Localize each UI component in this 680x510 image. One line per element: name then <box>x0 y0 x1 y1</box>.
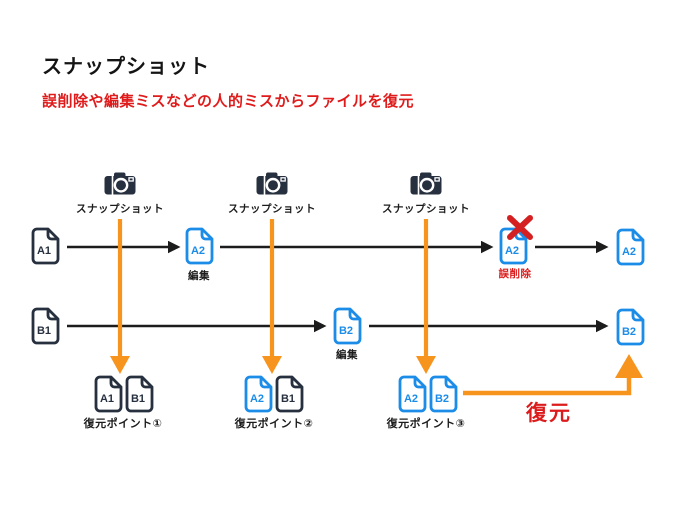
snapshot-label: スナップショット <box>382 203 470 215</box>
snapshot-camera-3: スナップショット <box>382 170 470 216</box>
page-subtitle: 誤削除や編集ミスなどの人的ミスからファイルを復元 <box>42 93 415 110</box>
camera-icon <box>410 172 442 195</box>
edit-caption-b: 編集 <box>336 349 358 361</box>
svg-text:A2: A2 <box>404 393 418 405</box>
camera-icon <box>256 172 288 195</box>
svg-text:A2: A2 <box>622 246 636 258</box>
restore-point-label-1: 復元ポイント① <box>83 418 163 430</box>
snapshot-label: スナップショット <box>228 203 316 215</box>
file-b2-current: B2 <box>615 308 645 346</box>
file-icon <box>616 308 645 346</box>
snapshot-arrow-3 <box>416 219 436 374</box>
edit-caption-a: 編集 <box>188 270 210 282</box>
svg-text:B2: B2 <box>339 325 353 337</box>
file-icon <box>31 227 60 265</box>
svg-text:B2: B2 <box>622 326 636 338</box>
file-icon <box>94 375 123 413</box>
delete-x-icon <box>507 215 533 240</box>
file-icon <box>616 228 645 266</box>
file-a2-edited: A2 <box>184 227 214 265</box>
file-icon <box>185 227 214 265</box>
restore-point-label-3: 復元ポイント③ <box>386 418 466 430</box>
svg-text:A1: A1 <box>100 393 114 405</box>
svg-text:B1: B1 <box>131 393 145 405</box>
rp1-file-a1: A1 <box>93 375 123 413</box>
snapshot-arrow-2 <box>262 219 282 374</box>
rp3-file-b2: B2 <box>428 375 458 413</box>
snapshot-camera-2: スナップショット <box>228 170 316 216</box>
snapshot-camera-1: スナップショット <box>76 170 164 216</box>
page-title: スナップショット <box>42 56 210 78</box>
file-icon <box>429 375 458 413</box>
rp2-file-a2: A2 <box>243 375 273 413</box>
svg-text:A2: A2 <box>250 393 264 405</box>
file-b1: B1 <box>30 307 60 345</box>
svg-text:A2: A2 <box>191 245 205 257</box>
delete-caption: 誤削除 <box>498 268 532 280</box>
restore-point-label-2: 復元ポイント② <box>234 418 314 430</box>
file-icon <box>398 375 427 413</box>
camera-icon <box>104 172 136 195</box>
file-b2-edited: B2 <box>332 307 362 345</box>
file-icon <box>275 375 304 413</box>
restore-label: 復元 <box>526 402 572 425</box>
file-icon <box>31 307 60 345</box>
file-icon <box>333 307 362 345</box>
file-icon <box>125 375 154 413</box>
file-a1: A1 <box>30 227 60 265</box>
snapshot-label: スナップショット <box>76 203 164 215</box>
svg-text:A1: A1 <box>37 245 51 257</box>
svg-text:A2: A2 <box>505 245 519 257</box>
file-a2-current: A2 <box>615 228 645 266</box>
file-icon <box>244 375 273 413</box>
svg-text:B1: B1 <box>37 325 51 337</box>
rp3-file-a2: A2 <box>397 375 427 413</box>
svg-text:B2: B2 <box>435 393 449 405</box>
restore-arrow <box>463 354 643 396</box>
rp1-file-b1: B1 <box>124 375 154 413</box>
rp2-file-b1: B1 <box>274 375 304 413</box>
snapshot-arrow-1 <box>110 219 130 374</box>
snapshot-arrows <box>110 219 436 374</box>
svg-text:B1: B1 <box>281 393 295 405</box>
